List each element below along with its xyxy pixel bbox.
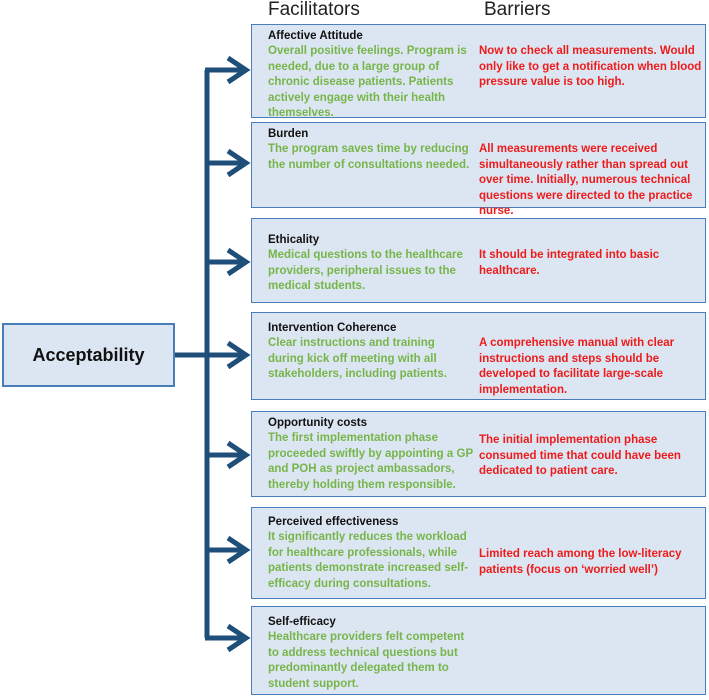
facilitator-text: It significantly reduces the workload fo…: [268, 531, 469, 590]
facilitator-text: The program saves time by reducing the n…: [268, 143, 470, 171]
barrier-text: Now to check all measurements. Would onl…: [479, 45, 702, 89]
dimension-title: Intervention Coherence: [268, 322, 397, 334]
facilitators-header: Facilitators: [268, 0, 360, 20]
branch-arrows: [205, 55, 251, 653]
acceptability-label: Acceptability: [32, 344, 145, 365]
arrow-ethicality: [207, 247, 251, 277]
arrow-affective-attitude: [205, 55, 251, 85]
dimension-box-affective-attitude: Affective Attitude Overall positive feel…: [251, 24, 706, 119]
barrier-text: Limited reach among the low-literacy pat…: [479, 548, 682, 576]
facilitator-text: Medical questions to the healthcare prov…: [268, 249, 463, 293]
dimension-title: Burden: [268, 128, 309, 140]
dimension-title: Ethicality: [268, 234, 320, 246]
arrow-burden: [207, 148, 251, 178]
dimension-box-self-efficacy: Self-efficacy Healthcare providers felt …: [251, 606, 706, 695]
arrow-perceived-effectiveness: [207, 535, 251, 565]
dimension-title: Opportunity costs: [268, 417, 368, 429]
facilitator-text: Healthcare providers felt competent to a…: [268, 631, 465, 690]
acceptability-box: Acceptability: [2, 323, 175, 387]
arrow-opportunity-costs: [207, 440, 251, 470]
dimension-title: Self-efficacy: [268, 616, 336, 628]
arrow-self-efficacy: [205, 623, 251, 653]
barrier-text: It should be integrated into basic healt…: [479, 249, 660, 277]
barriers-header: Barriers: [484, 0, 551, 20]
arrow-intervention-coherence: [207, 340, 251, 370]
dimension-box-opportunity-costs: Opportunity costs The first implementati…: [251, 411, 706, 497]
dimension-box-intervention-coherence: Intervention Coherence Clear instruction…: [251, 312, 706, 400]
facilitator-text: Clear instructions and training during k…: [268, 337, 447, 381]
dimension-box-burden: Burden The program saves time by reducin…: [251, 122, 706, 217]
facilitator-text: Overall positive feelings. Program is ne…: [268, 45, 467, 120]
dimension-box-perceived-effectiveness: Perceived effectiveness It significantly…: [251, 507, 706, 599]
barrier-text: A comprehensive manual with clear instru…: [479, 337, 675, 396]
barrier-text: The initial implementation phase consume…: [479, 434, 681, 478]
facilitator-text: The first implementation phase proceeded…: [268, 432, 473, 491]
barrier-text: All measurements were received simultane…: [479, 143, 693, 218]
dimension-box-ethicality: Ethicality Medical questions to the heal…: [251, 218, 706, 303]
dimension-title: Perceived effectiveness: [268, 516, 399, 528]
dimension-title: Affective Attitude: [268, 30, 363, 42]
